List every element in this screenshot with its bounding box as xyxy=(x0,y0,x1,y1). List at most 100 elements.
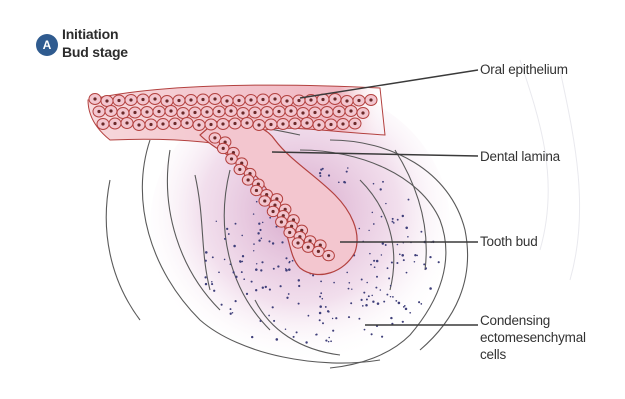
mesenchymal-dot xyxy=(205,251,208,254)
mesenchymal-dot xyxy=(288,268,291,271)
mesenchymal-dot xyxy=(405,308,408,311)
label-dental-lamina: Dental lamina xyxy=(480,148,560,165)
epithelial-cell xyxy=(169,118,181,129)
epithelial-cell xyxy=(233,95,245,106)
mesenchymal-dot xyxy=(402,321,404,323)
epithelial-cell xyxy=(117,108,129,119)
mesenchymal-dot xyxy=(420,303,422,305)
mesenchymal-dot xyxy=(374,266,376,268)
mesenchymal-dot xyxy=(382,181,384,183)
mesenchymal-dot xyxy=(346,272,348,274)
epithelial-cell xyxy=(89,94,101,105)
mesenchymal-dot xyxy=(407,236,409,238)
epithelial-cell xyxy=(293,95,305,106)
mesenchymal-dot xyxy=(273,320,275,322)
epithelial-cell xyxy=(249,107,261,118)
mesenchymal-dot xyxy=(265,286,267,288)
mesenchymal-dot xyxy=(380,188,382,190)
epithelial-cell xyxy=(141,107,153,118)
mesenchymal-dot xyxy=(363,292,365,294)
mesenchymal-dot xyxy=(260,269,262,271)
mesenchymal-dot xyxy=(268,315,270,317)
epithelial-cell xyxy=(229,118,241,129)
mesenchymal-dot xyxy=(414,254,416,256)
mesenchymal-dot xyxy=(269,289,271,291)
epithelial-cell xyxy=(145,119,157,130)
mesenchymal-dot xyxy=(230,264,232,266)
mesenchymal-dot xyxy=(233,245,236,248)
mesenchymal-dot xyxy=(390,317,392,319)
epithelial-cell xyxy=(193,120,205,131)
mesenchymal-dot xyxy=(388,277,390,279)
label-condensing: Condensing xyxy=(480,312,550,329)
mesenchymal-dot xyxy=(348,316,350,318)
mesenchymal-dot xyxy=(385,203,386,204)
mesenchymal-dot xyxy=(397,244,399,246)
mesenchymal-dot xyxy=(380,289,382,291)
mesenchymal-dot xyxy=(256,263,257,264)
mesenchymal-dot xyxy=(204,276,206,278)
epithelial-cell xyxy=(337,119,349,130)
epithelial-cell xyxy=(157,119,169,130)
mesenchymal-dot xyxy=(398,302,401,305)
epithelial-cell xyxy=(277,119,289,130)
mesenchymal-dot xyxy=(373,223,375,225)
epithelial-cell xyxy=(365,95,377,106)
mesenchymal-dot xyxy=(272,242,274,244)
mesenchymal-dot xyxy=(383,301,385,303)
mesenchymal-dot xyxy=(351,289,352,290)
mesenchymal-dot xyxy=(416,255,418,257)
mesenchymal-dot xyxy=(426,267,427,268)
mesenchymal-dot xyxy=(319,305,322,308)
mesenchymal-dot xyxy=(399,253,401,255)
mesenchymal-dot xyxy=(368,230,369,231)
mesenchymal-dot xyxy=(402,215,404,217)
mesenchymal-dot xyxy=(281,241,283,243)
mesenchymal-dot xyxy=(332,330,334,332)
mesenchymal-dot xyxy=(292,260,294,262)
mesenchymal-dot xyxy=(381,336,383,338)
mesenchymal-dot xyxy=(365,304,368,307)
mesenchymal-dot xyxy=(285,329,286,330)
epithelial-cell xyxy=(301,118,313,129)
mesenchymal-dot xyxy=(381,254,382,255)
epithelial-cell xyxy=(161,96,173,107)
mesenchymal-dot xyxy=(368,295,370,297)
mesenchymal-dot xyxy=(375,287,377,289)
epithelial-cell xyxy=(273,106,285,117)
epithelial-cell xyxy=(289,118,301,129)
epithelial-cell xyxy=(221,96,233,107)
epithelial-cell xyxy=(321,107,333,118)
mesenchymal-dot xyxy=(350,302,352,304)
epithelial-cell xyxy=(189,107,201,118)
mesenchymal-dot xyxy=(369,253,371,255)
mesenchymal-dot xyxy=(211,281,213,283)
epithelial-cell xyxy=(237,108,249,119)
mesenchymal-dot xyxy=(205,283,207,285)
epithelial-cell xyxy=(269,94,281,105)
mesenchymal-dot xyxy=(396,262,398,264)
mesenchymal-dot xyxy=(406,272,408,274)
epithelial-cell xyxy=(323,250,335,260)
epithelial-cell xyxy=(297,108,309,119)
mesenchymal-dot xyxy=(285,257,287,259)
label-oral-epithelium: Oral epithelium xyxy=(480,61,568,78)
mesenchymal-dot xyxy=(395,300,397,302)
mesenchymal-dot xyxy=(211,283,213,285)
mesenchymal-dot xyxy=(319,296,321,298)
epithelial-cell xyxy=(197,94,209,105)
epithelial-cell xyxy=(181,118,193,129)
epithelial-cell xyxy=(253,120,265,131)
mesenchymal-dot xyxy=(262,287,264,289)
mesenchymal-dot xyxy=(259,229,261,231)
mesenchymal-dot xyxy=(364,329,366,331)
epithelial-cell xyxy=(97,119,109,130)
mesenchymal-dot xyxy=(418,301,420,303)
mesenchymal-dot xyxy=(305,341,307,343)
epithelial-cell xyxy=(129,107,141,118)
mesenchymal-dot xyxy=(325,306,327,308)
epithelial-cell xyxy=(177,108,189,119)
mesenchymal-dot xyxy=(320,292,322,294)
mesenchymal-dot xyxy=(251,281,253,283)
mesenchymal-dot xyxy=(230,313,232,315)
